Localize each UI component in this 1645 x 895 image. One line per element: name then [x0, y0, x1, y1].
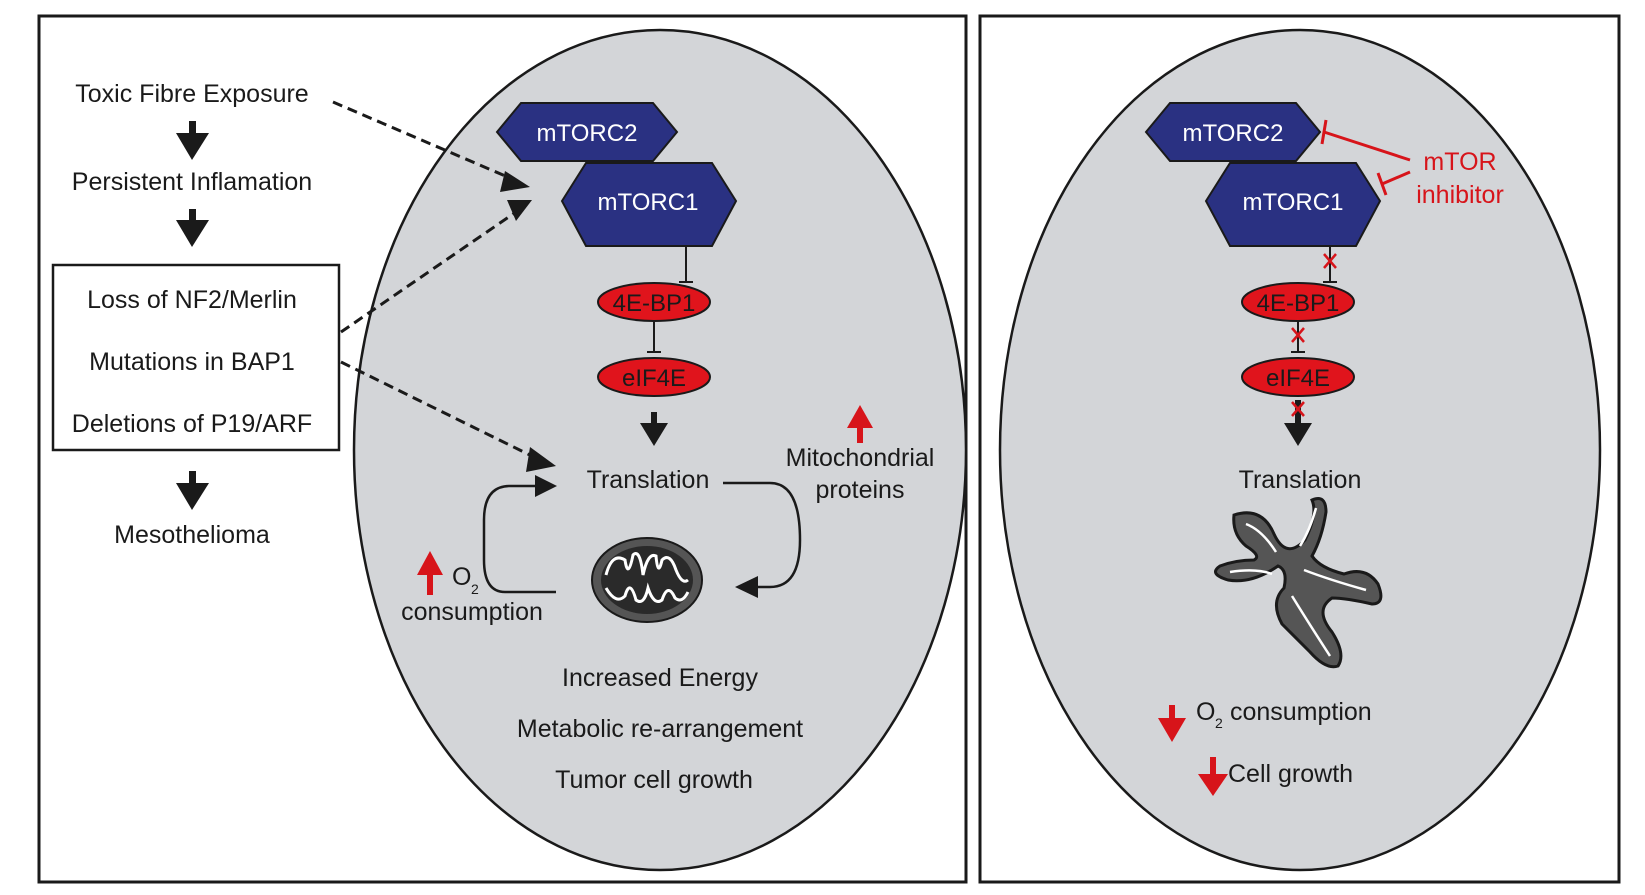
- inhibit-line-mtorc1-bp1: [679, 246, 693, 283]
- genetic-alterations-box: [51, 263, 341, 452]
- mtorc2-label: mTORC2: [537, 120, 638, 147]
- eif4e-label: eIF4E: [622, 365, 686, 392]
- right-cell: [998, 28, 1602, 872]
- loop-arrowhead-left: [535, 475, 557, 497]
- o2-subscript: 2: [471, 581, 479, 597]
- mtorc1-label: mTORC1: [598, 189, 699, 216]
- toxic-fibre-exposure-label: Toxic Fibre Exposure: [75, 80, 308, 108]
- inhibit-line-bp1-eif4e: [647, 321, 661, 353]
- mesothelioma-label: Mesothelioma: [114, 521, 270, 549]
- dashed-arrowhead-2: [507, 200, 532, 221]
- o2-down-arrow-right: [1158, 705, 1186, 742]
- mutations-bap1-label: Mutations in BAP1: [89, 348, 295, 376]
- tumor-cell-growth-label: Tumor cell growth: [555, 766, 753, 794]
- down-arrow-2: [176, 209, 209, 247]
- mtor-inhibitor-lines: [1320, 119, 1411, 196]
- bp1-label: 4E-BP1: [613, 290, 696, 317]
- left-cell: [352, 28, 968, 872]
- bp1-node: 4E-BP1: [597, 282, 711, 322]
- o2-subscript-right: 2: [1215, 715, 1223, 731]
- dashed-arrowhead-1: [500, 171, 530, 192]
- down-arrow-1: [176, 121, 209, 160]
- metabolic-rearrangement-label: Metabolic re-arrangement: [517, 715, 803, 743]
- down-arrow-eif4e-translation: [640, 412, 668, 446]
- cell-growth-down-arrow: [1198, 757, 1228, 796]
- cell-growth-label: Cell growth: [1228, 760, 1353, 788]
- mtorc1-complex-right: mTORC1: [1204, 162, 1382, 247]
- dashed-arrow-box-to-translation: [340, 360, 541, 462]
- mtorc2-label-right: mTORC2: [1183, 120, 1284, 147]
- persistent-inflamation-label: Persistent Inflamation: [72, 168, 312, 196]
- mitochondrial-label: Mitochondrial: [786, 444, 935, 472]
- increased-energy-label: Increased Energy: [562, 664, 758, 692]
- loss-nf2-label: Loss of NF2/Merlin: [87, 286, 297, 314]
- mtor-inhibitor-label-2: inhibitor: [1416, 181, 1504, 209]
- o2-consumption-label-right: consumption: [1223, 698, 1372, 726]
- bp1-node-right: 4E-BP1: [1241, 282, 1355, 322]
- o2-up-arrow: [417, 551, 443, 595]
- blocked-inhibit-bp1-eif4e: [1291, 321, 1305, 353]
- fragmented-mitochondria-icon: [1214, 497, 1383, 669]
- proteins-label: proteins: [816, 476, 905, 504]
- translation-label-right: Translation: [1239, 466, 1362, 494]
- dashed-arrow-box-to-mtorc: [340, 210, 517, 334]
- mtorc2-complex: mTORC2: [495, 102, 679, 162]
- eif4e-label-right: eIF4E: [1266, 365, 1330, 392]
- dashed-arrow-exposure-to-mtorc: [332, 100, 511, 180]
- eif4e-node: eIF4E: [597, 357, 711, 397]
- eif4e-node-right: eIF4E: [1241, 357, 1355, 397]
- translation-label: Translation: [587, 466, 710, 494]
- blocked-arrow-eif4e-translation: [1284, 400, 1312, 446]
- o2-label: O: [452, 563, 471, 591]
- loop-arrowhead-right: [735, 576, 758, 598]
- mitochondrion-icon: [591, 537, 703, 623]
- mtorc1-complex: mTORC1: [560, 162, 738, 247]
- consumption-label: consumption: [401, 598, 543, 626]
- deletions-p19-label: Deletions of P19/ARF: [72, 410, 312, 438]
- mtorc1-label-right: mTORC1: [1243, 189, 1344, 216]
- blocked-inhibit-mtorc1-bp1: [1323, 246, 1337, 283]
- mito-proteins-up-arrow: [847, 405, 873, 443]
- o2-label-right: O: [1196, 698, 1215, 726]
- bp1-label-right: 4E-BP1: [1257, 290, 1340, 317]
- dashed-arrowhead-3: [526, 447, 556, 472]
- loop-arrow-translation-to-mito: [723, 481, 802, 589]
- loop-arrow-mito-to-translation: [482, 484, 556, 594]
- mtor-inhibitor-label-1: mTOR: [1423, 148, 1496, 176]
- mtorc2-complex-right: mTORC2: [1144, 102, 1322, 162]
- dashed-arrows: [332, 100, 541, 462]
- down-arrow-3: [176, 471, 209, 510]
